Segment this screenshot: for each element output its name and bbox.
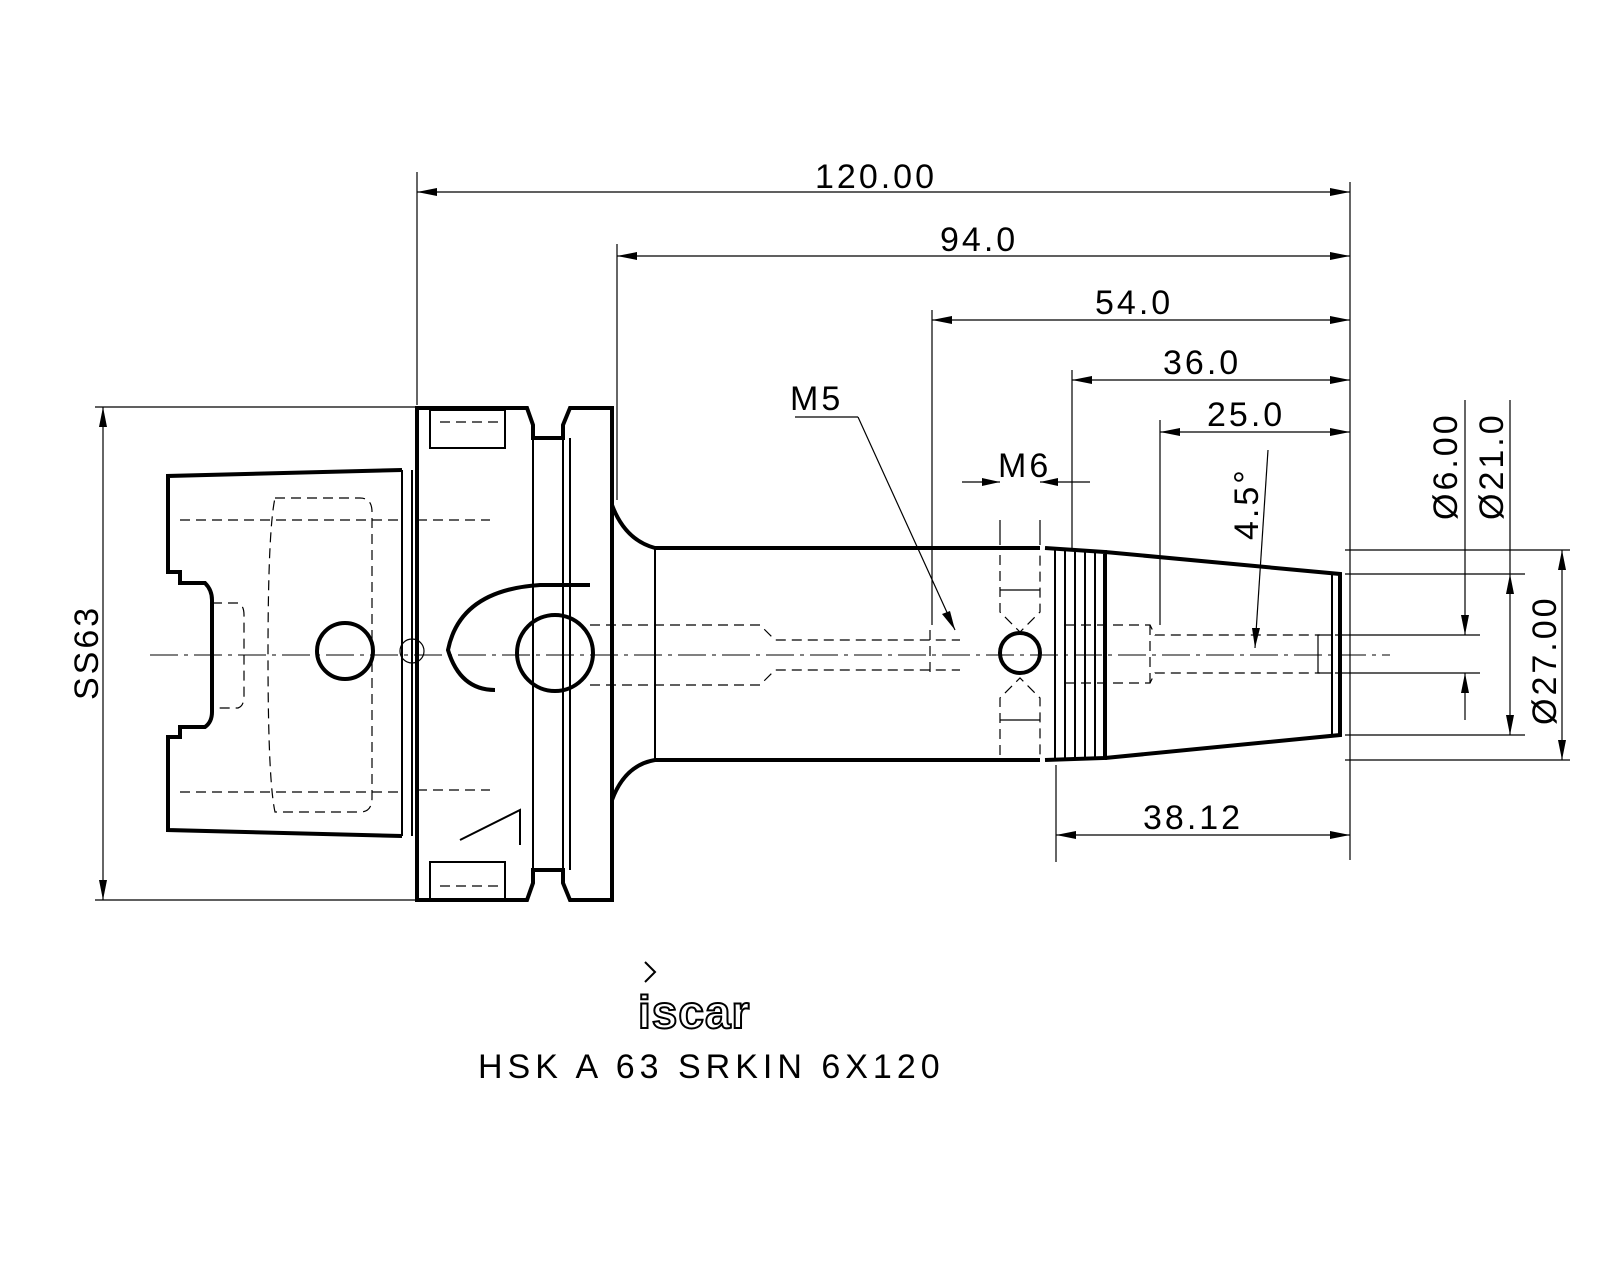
dim-bore-diameter: Ø6.00 [1427, 412, 1465, 520]
cross-hole [998, 631, 1042, 675]
dim-length-36: 36.0 [1163, 344, 1241, 382]
dimension-lines [95, 172, 1570, 901]
dim-overall-length: 120.00 [815, 158, 937, 196]
dim-length-25: 25.0 [1207, 396, 1285, 434]
logo-wordmark: iscar [638, 986, 750, 1038]
dim-thread-m6: M6 [998, 447, 1051, 485]
dim-body-diameter: Ø27.00 [1526, 595, 1564, 725]
dim-length-54: 54.0 [1095, 284, 1173, 322]
dim-length-94: 94.0 [940, 221, 1018, 259]
hsk-taper-shank [166, 468, 425, 838]
dim-taper-angle: 4.5° [1228, 467, 1266, 540]
tool-body [590, 504, 1042, 801]
dim-tip-diameter: Ø21.0 [1473, 412, 1511, 520]
drive-hole-flange [515, 613, 595, 693]
drive-hole-left [315, 621, 375, 681]
dim-thread-m5: M5 [790, 380, 843, 418]
hsk-flange [415, 406, 614, 902]
iscar-logo: iscar [637, 961, 750, 1039]
dim-shank-size: SS63 [68, 605, 106, 700]
drawing-title: HSK A 63 SRKIN 6X120 [478, 1048, 945, 1086]
dim-thread-length: 38.12 [1143, 799, 1243, 837]
threaded-section [1044, 546, 1107, 762]
tapered-nose [1065, 550, 1342, 760]
